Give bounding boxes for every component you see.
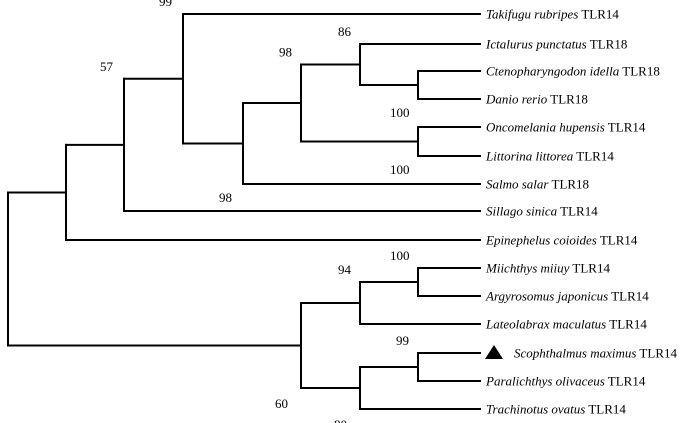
- markers: [485, 345, 503, 359]
- taxon-label: Sillago sinica TLR14: [486, 204, 598, 219]
- tree-branches: [7, 13, 481, 410]
- bootstrap-value: 80: [334, 417, 347, 423]
- species-name: Argyrosomus japonicus: [485, 289, 608, 304]
- bootstrap-value: 100: [390, 105, 410, 120]
- bootstrap-value: 100: [390, 162, 410, 177]
- species-name: Scophthalmus maximus: [514, 346, 636, 361]
- taxon-label: Littorina littorea TLR14: [485, 149, 614, 164]
- gene-name: TLR14: [573, 149, 614, 164]
- gene-name: TLR14: [636, 346, 677, 361]
- species-name: Lateolabrax maculatus: [485, 317, 606, 332]
- species-name: Oncomelania hupensis: [486, 120, 605, 135]
- gene-name: TLR14: [608, 289, 649, 304]
- gene-name: TLR14: [578, 7, 619, 22]
- species-name: Paralichthys olivaceus: [485, 374, 605, 389]
- species-name: Epinephelus coioides: [485, 233, 597, 248]
- bootstrap-value: 57: [100, 59, 114, 74]
- gene-name: TLR18: [619, 64, 660, 79]
- taxon-label: Argyrosomus japonicus TLR14: [485, 289, 649, 304]
- gene-name: TLR14: [557, 204, 598, 219]
- bootstrap-value: 99: [396, 333, 409, 348]
- gene-name: TLR14: [606, 317, 647, 332]
- gene-name: TLR14: [569, 261, 610, 276]
- taxon-label: Trachinotus ovatus TLR14: [486, 402, 626, 417]
- taxon-label: Ictalurus punctatus TLR18: [485, 37, 627, 52]
- species-name: Trachinotus ovatus: [486, 402, 585, 417]
- taxon-label: Ctenopharyngodon idella TLR18: [486, 64, 660, 79]
- bootstrap-value: 86: [338, 24, 352, 39]
- gene-name: TLR14: [605, 374, 646, 389]
- bootstrap-value: 98: [279, 45, 292, 60]
- gene-name: TLR14: [597, 233, 638, 248]
- species-name: Sillago sinica: [486, 204, 558, 219]
- gene-name: TLR18: [548, 177, 589, 192]
- species-name: Takifugu rubripes: [486, 7, 578, 22]
- taxon-label: Miichthys miiuy TLR14: [485, 261, 610, 276]
- bootstrap-value: 60: [275, 396, 288, 411]
- gene-name: TLR18: [587, 37, 628, 52]
- taxon-label: Takifugu rubripes TLR14: [486, 7, 619, 22]
- species-name: Littorina littorea: [485, 149, 574, 164]
- gene-name: TLR14: [605, 120, 646, 135]
- species-name: Miichthys miiuy: [485, 261, 570, 276]
- taxon-label: Danio rerio TLR18: [485, 92, 588, 107]
- taxon-label: Oncomelania hupensis TLR14: [486, 120, 646, 135]
- taxon-label: Epinephelus coioides TLR14: [485, 233, 638, 248]
- triangle-marker-icon: [485, 345, 503, 359]
- bootstrap-values: 100 86 100 98 98 99 57 100 94 99 80 60: [100, 0, 410, 423]
- species-name: Ictalurus punctatus: [485, 37, 587, 52]
- bootstrap-value: 100: [390, 248, 410, 263]
- taxon-label: Salmo salar TLR18: [486, 177, 589, 192]
- bootstrap-value: 94: [338, 262, 352, 277]
- gene-name: TLR14: [585, 402, 626, 417]
- bootstrap-value: 98: [219, 190, 232, 205]
- species-name: Salmo salar: [486, 177, 549, 192]
- species-name: Danio rerio: [485, 92, 548, 107]
- bootstrap-value: 99: [159, 0, 172, 9]
- taxon-label: Lateolabrax maculatus TLR14: [485, 317, 647, 332]
- gene-name: TLR18: [547, 92, 588, 107]
- taxon-label: Scophthalmus maximus TLR14: [514, 346, 677, 361]
- taxon-label: Paralichthys olivaceus TLR14: [485, 374, 646, 389]
- species-name: Ctenopharyngodon idella: [486, 64, 620, 79]
